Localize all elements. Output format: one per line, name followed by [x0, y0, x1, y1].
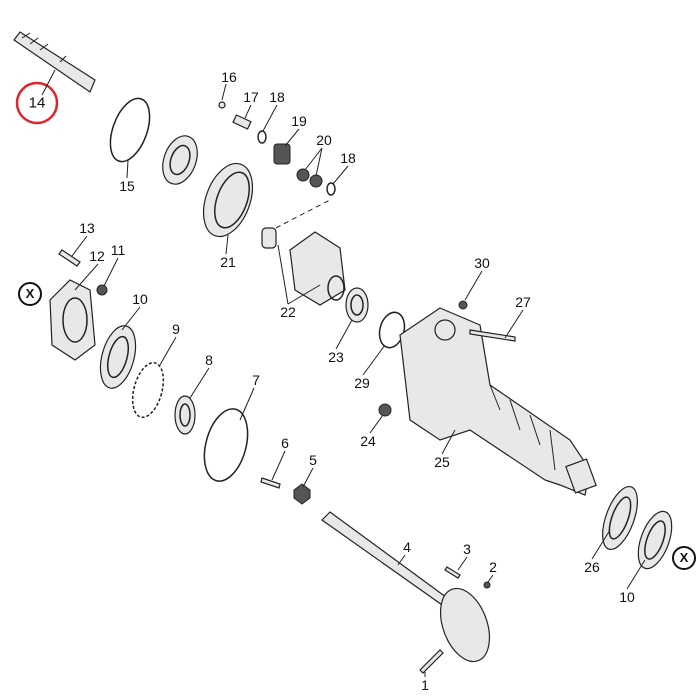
part-21-ring-gear	[202, 162, 254, 238]
reference-mark-x-right: X	[672, 546, 696, 570]
callout-25[interactable]: 25	[434, 454, 450, 470]
callout-30[interactable]: 30	[474, 255, 490, 271]
callout-1[interactable]: 1	[421, 677, 429, 693]
callout-24[interactable]: 24	[360, 433, 376, 449]
part-12-hub	[49, 279, 96, 361]
callout-16[interactable]: 16	[221, 69, 237, 85]
callout-29[interactable]: 29	[354, 375, 370, 391]
part-27-bolt	[469, 329, 516, 342]
callout-22[interactable]: 22	[280, 304, 296, 320]
part-9-lock-washer	[131, 361, 165, 419]
part-1-bolt	[419, 649, 444, 674]
part-20-a	[296, 168, 310, 182]
part-26-seal	[602, 486, 638, 550]
callout-11[interactable]: 11	[110, 242, 126, 258]
part-25-axle-housing	[399, 307, 597, 496]
part-22-carrier	[261, 227, 346, 306]
part-17-pin	[232, 114, 252, 130]
part-5-nut	[293, 483, 311, 505]
part-23-seal	[345, 287, 369, 323]
part-26-seal-inner	[608, 496, 632, 540]
callout-2[interactable]: 2	[489, 559, 497, 575]
callout-14[interactable]: 14	[28, 94, 46, 112]
callout-13[interactable]: 13	[79, 220, 95, 236]
part-10-bearing-right	[637, 510, 673, 570]
part-20-b	[309, 174, 323, 188]
part-30-breather	[458, 300, 468, 310]
part-7-o-ring	[203, 408, 249, 482]
part-3-pin	[444, 566, 461, 579]
part-8-nut-inner	[179, 403, 191, 427]
callout-15[interactable]: 15	[119, 178, 135, 194]
part-4-axle-shaft	[321, 511, 491, 663]
callout-21[interactable]: 21	[220, 254, 236, 270]
callout-8[interactable]: 8	[205, 352, 213, 368]
callout-5[interactable]: 5	[309, 452, 317, 468]
callout-26[interactable]: 26	[584, 559, 600, 575]
part-2	[483, 581, 491, 589]
part-15-snap-ring	[109, 97, 151, 163]
part-14-shaft	[13, 31, 96, 93]
callout-17[interactable]: 17	[243, 89, 259, 105]
callout-18b[interactable]: 18	[340, 150, 356, 166]
part-10-bearing-left-inner	[106, 335, 130, 379]
part-16	[218, 101, 226, 109]
callout-27[interactable]: 27	[515, 294, 531, 310]
part-24-nut	[378, 403, 392, 417]
callout-4[interactable]: 4	[403, 539, 411, 555]
callout-10b[interactable]: 10	[619, 589, 635, 605]
callout-18[interactable]: 18	[269, 89, 285, 105]
part-18-washer	[257, 130, 267, 144]
callout-6[interactable]: 6	[281, 435, 289, 451]
part-bearing-cage	[162, 135, 198, 185]
callout-23[interactable]: 23	[328, 349, 344, 365]
part-8-nut	[174, 395, 196, 435]
part-11-nut	[96, 284, 108, 296]
part-6-bolt	[260, 477, 281, 489]
callout-10[interactable]: 10	[132, 291, 148, 307]
part-10-bearing-right-inner	[644, 520, 666, 560]
callout-9[interactable]: 9	[172, 321, 180, 337]
highlight-circle	[15, 81, 59, 125]
callout-7[interactable]: 7	[252, 372, 260, 388]
part-18-washer-b	[326, 182, 336, 196]
part-23-seal-inner	[350, 294, 364, 316]
reference-mark-x-left: X	[18, 282, 42, 306]
callout-12[interactable]: 12	[89, 248, 105, 264]
part-19-needle-bearing	[273, 143, 291, 165]
part-10-bearing-left	[99, 325, 137, 389]
callout-20[interactable]: 20	[316, 132, 332, 148]
callout-19[interactable]: 19	[291, 113, 307, 129]
callout-3[interactable]: 3	[463, 541, 471, 557]
part-13-stud	[58, 249, 81, 267]
